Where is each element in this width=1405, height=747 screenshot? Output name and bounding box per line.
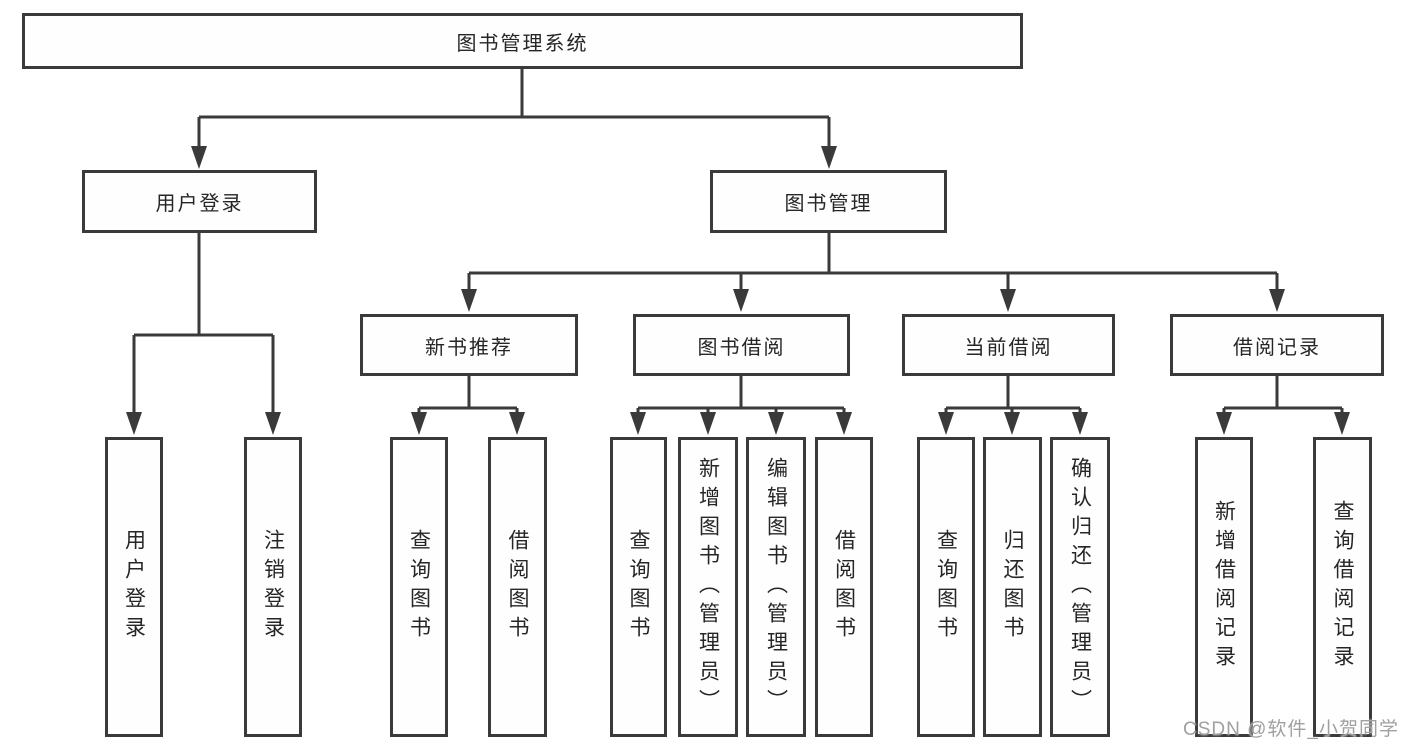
node-label: 查询图书 [627,529,650,645]
node-label: 借阅图书 [832,529,856,645]
node-label: 图书管理 [784,193,873,215]
node-current-borrowing: 当前借阅 [902,314,1115,376]
node-label: 确认归还（管理员） [1068,456,1092,718]
node-label: 当前借阅 [964,336,1053,359]
node-borrow-books-recommend: 借阅图书 [488,437,547,737]
node-label: 图书借阅 [697,336,786,359]
node-label: 用户登录 [122,529,146,645]
node-borrowing-records: 借阅记录 [1170,314,1384,376]
node-label: 查询借阅记录 [1331,500,1354,674]
node-return-books: 归还图书 [983,437,1042,737]
node-query-borrow-record: 查询借阅记录 [1313,437,1372,737]
node-library-management-system: 图书管理系统 [22,13,1023,69]
node-book-management: 图书管理 [710,170,947,233]
node-logout: 注销登录 [244,437,302,737]
node-label: 归还图书 [1001,529,1024,645]
node-user-login: 用户登录 [82,170,317,233]
node-label: 图书管理系统 [456,32,589,55]
node-label: 借阅记录 [1233,336,1321,359]
node-query-books-current: 查询图书 [917,437,975,737]
node-add-borrow-record: 新增借阅记录 [1195,437,1253,737]
node-label: 新书推荐 [425,336,513,359]
node-user-login-action: 用户登录 [105,437,163,737]
node-confirm-return-admin: 确认归还（管理员） [1050,437,1110,737]
node-label: 借阅图书 [506,529,529,645]
node-label: 用户登录 [155,193,244,215]
node-label: 查询图书 [934,529,958,645]
node-label: 新增图书（管理员） [696,456,720,718]
csdn-watermark: CSDN @软件_小贺同学 [1183,719,1399,740]
node-label: 编辑图书（管理员） [764,456,788,718]
node-label: 查询图书 [407,529,431,645]
node-query-books-borrowing: 查询图书 [610,437,667,737]
node-new-book-recommend: 新书推荐 [360,314,578,376]
node-label: 新增借阅记录 [1212,500,1236,674]
node-add-books-admin: 新增图书（管理员） [678,437,738,737]
node-query-books-recommend: 查询图书 [390,437,448,737]
node-book-borrowing: 图书借阅 [633,314,850,376]
node-label: 注销登录 [261,529,285,645]
node-borrow-books: 借阅图书 [815,437,873,737]
node-edit-books-admin: 编辑图书（管理员） [746,437,806,737]
